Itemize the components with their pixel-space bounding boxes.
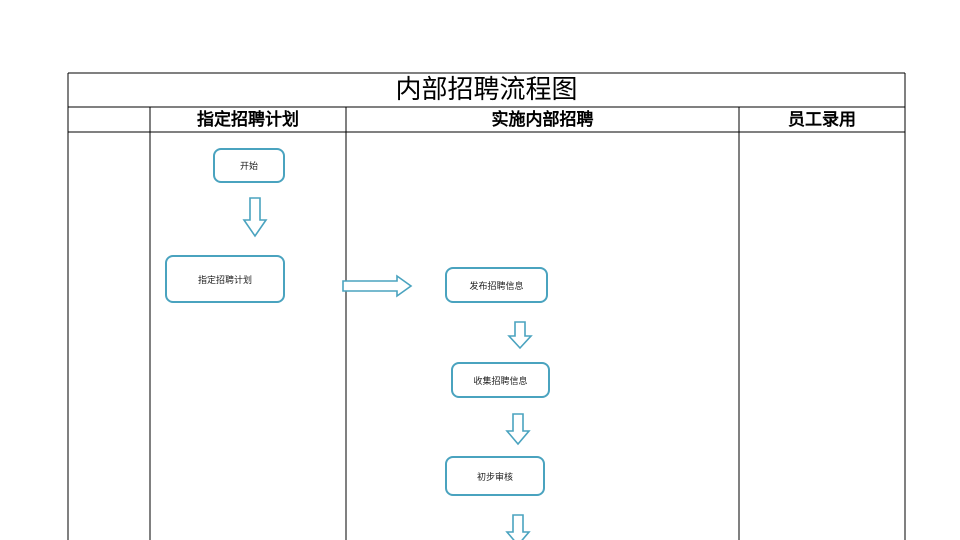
- node-define-plan[interactable]: 指定招聘计划: [165, 255, 285, 303]
- column-header-implement: 实施内部招聘: [491, 110, 594, 130]
- arrow-down-start: [242, 197, 268, 238]
- node-start[interactable]: 开始: [213, 148, 285, 183]
- column-header-plan: 指定招聘计划: [197, 110, 299, 130]
- node-initial-review[interactable]: 初步审核: [445, 456, 545, 496]
- arrow-down-collect: [505, 413, 531, 446]
- arrow-down-publish: [507, 321, 533, 350]
- node-publish-info[interactable]: 发布招聘信息: [445, 267, 548, 303]
- arrow-right-plan: [342, 274, 413, 298]
- node-collect-info[interactable]: 收集招聘信息: [451, 362, 550, 398]
- column-header-hire: 员工录用: [788, 110, 856, 130]
- diagram-title: 内部招聘流程图: [395, 75, 578, 105]
- arrow-down-review: [505, 514, 531, 540]
